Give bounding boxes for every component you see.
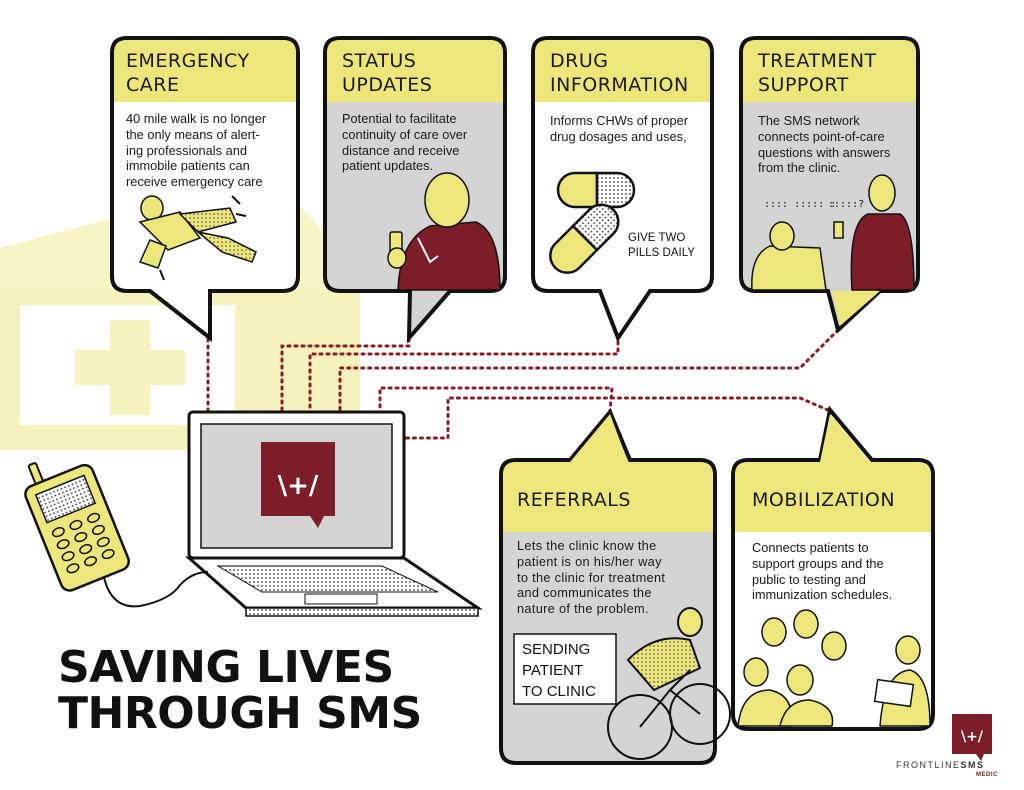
bubble-referrals — [499, 408, 731, 765]
pill-instruction-label: GIVE TWO PILLS DAILY — [628, 231, 695, 261]
title-line: UPDATES — [342, 74, 433, 96]
brand-medic: MEDIC — [976, 772, 998, 778]
pill-capsule-icon — [549, 203, 620, 274]
title-line: DRUG — [550, 50, 609, 72]
drug-information-title: DRUG INFORMATION — [550, 49, 689, 97]
sign-line: TO CLINIC — [522, 683, 596, 700]
frontlinesms-logo-icon: \+/ — [261, 442, 335, 528]
cyclist-illustration — [607, 607, 731, 760]
sending-patient-sign-text: SENDING PATIENT TO CLINIC — [522, 639, 596, 702]
body-line: support groups and the — [752, 555, 884, 571]
frontlinesms-wordmark: FRONTLINESMS — [896, 760, 985, 770]
body-line: patient updates. — [342, 158, 434, 174]
patient-and-worker-illustration: :::: ::::: : :::::? — [751, 174, 915, 291]
clinic-sign — [513, 633, 617, 705]
laptop-illustration: \+/ — [185, 410, 483, 617]
sms-connection-lines — [206, 328, 840, 440]
body-line: immobile patients can — [126, 158, 250, 174]
body-line: questions with answers — [758, 144, 891, 160]
treatment-support-description: The SMS network connects point-of-care q… — [758, 113, 890, 176]
body-line: 40 mile walk is no longer — [126, 111, 267, 126]
frontlinesms-medic-logo: \+/ — [952, 714, 992, 761]
body-line: the only means of alert- — [126, 126, 260, 142]
body-line: from the clinic. — [758, 160, 841, 176]
body-line: connects point-of-care — [758, 128, 885, 144]
brand-frontline: FRONTLINE — [896, 760, 961, 770]
mobilization-title: MOBILIZATION — [752, 488, 895, 512]
body-line: receive emergency care — [126, 174, 263, 190]
mobile-phone-illustration — [24, 462, 130, 592]
body-line: immunization schedules. — [752, 587, 893, 603]
referrals-title: REFERRALS — [517, 488, 631, 512]
status-updates-title: STATUS UPDATES — [342, 49, 432, 97]
label-line: GIVE TWO — [628, 232, 686, 244]
title-line: INFORMATION — [550, 74, 689, 96]
title-line: STATUS — [342, 50, 417, 72]
title-line: TREATMENT — [758, 50, 877, 72]
body-line: public to testing and — [752, 571, 866, 587]
body-line: Connects patients to — [752, 540, 869, 555]
svg-text:\+/: \+/ — [278, 471, 319, 501]
body-line: drug dosages and uses, — [550, 128, 687, 144]
body-line: continuity of care over — [342, 126, 468, 142]
emergency-care-description: 40 mile walk is no longer the only means… — [126, 111, 266, 190]
title-line: MOBILIZATION — [752, 489, 896, 511]
body-line: Lets the clinic know the — [517, 538, 657, 553]
svg-text::::: ::::: :: :::: ::::: : — [764, 199, 836, 210]
title-line: CARE — [126, 74, 180, 96]
body-line: Informs CHWs of proper — [550, 113, 688, 128]
body-line: patient is on his/her way — [517, 553, 662, 569]
drug-information-description: Informs CHWs of proper drug dosages and … — [550, 113, 688, 145]
label-line: PILLS DAILY — [628, 247, 695, 259]
bubble-drug-information — [531, 36, 714, 343]
sign-line: PATIENT — [522, 662, 584, 679]
bubble-treatment-support: :::: ::::: : :::::? — [739, 36, 920, 334]
title-line: REFERRALS — [517, 489, 631, 511]
body-line: Potential to facilitate — [342, 111, 457, 126]
body-line: nature of the problem. — [517, 601, 649, 617]
bubble-status-updates — [323, 36, 507, 344]
sign-line: SENDING — [522, 641, 591, 658]
body-line: The SMS network — [758, 113, 860, 128]
brand-sms: SMS — [960, 760, 985, 770]
body-line: to the clinic for treatment — [517, 569, 666, 585]
phone-cable — [102, 571, 209, 608]
mobilization-description: Connects patients to support groups and … — [752, 540, 892, 603]
emergency-care-title: EMERGENCY CARE — [126, 49, 250, 97]
headline-line-2: THROUGH SMS — [58, 688, 422, 739]
title-line: EMERGENCY — [126, 50, 250, 72]
pill-capsule-icon — [556, 171, 636, 209]
status-updates-description: Potential to facilitate continuity of ca… — [342, 111, 467, 174]
body-line: and communicates the — [517, 585, 652, 601]
fallen-person-illustration — [138, 195, 257, 281]
referrals-description: Lets the clinic know the patient is on h… — [517, 538, 665, 617]
title-line: SUPPORT — [758, 74, 849, 96]
health-worker-illustration — [387, 172, 501, 291]
crowd-illustration — [737, 609, 931, 727]
svg-text:\+/: \+/ — [961, 729, 984, 745]
body-line: ing professionals and — [126, 142, 247, 158]
bubble-mobilization — [731, 405, 935, 731]
headline-line-1: SAVING LIVES — [58, 642, 394, 693]
body-line: distance and receive — [342, 142, 460, 158]
svg-text::::::?: :::::? — [828, 199, 864, 210]
bubble-emergency-care — [110, 36, 300, 343]
medical-cross-icon — [75, 320, 185, 415]
treatment-support-title: TREATMENT SUPPORT — [758, 49, 877, 97]
